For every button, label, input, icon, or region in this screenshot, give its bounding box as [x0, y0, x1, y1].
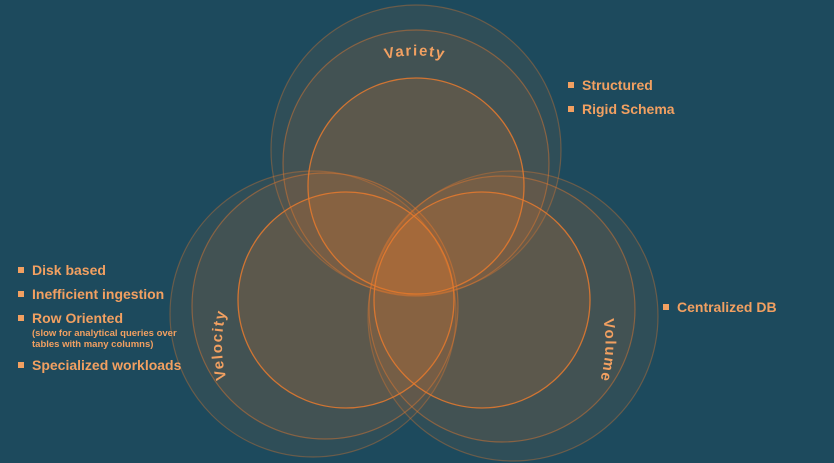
velocity-label: Velocity: [209, 308, 230, 382]
velocity-inner-circle: [237, 191, 455, 409]
bullet-text: Centralized DB: [677, 299, 777, 315]
volume-bullet-list: Centralized DB: [663, 299, 777, 316]
velocity-bullet-item: Row Oriented (slow for analytical querie…: [18, 310, 193, 350]
square-bullet-icon: [18, 315, 24, 321]
variety-middle-ring: [282, 29, 550, 297]
volume-outer-ring: [367, 170, 659, 462]
velocity-bullet-list: Disk based Inefficient ingestion Row Ori…: [18, 262, 193, 381]
velocity-outer-ring: [169, 170, 457, 458]
bullet-text: Structured: [582, 77, 653, 93]
square-bullet-icon: [18, 267, 24, 273]
variety-inner-circle: [307, 77, 525, 295]
variety-bullet-item: Structured: [568, 77, 675, 94]
bullet-subtext: (slow for analytical queries over tables…: [32, 328, 177, 350]
volume-bullet-item: Centralized DB: [663, 299, 777, 316]
square-bullet-icon: [663, 304, 669, 310]
variety-bullet-list: Structured Rigid Schema: [568, 77, 675, 125]
bullet-text: Disk based: [32, 262, 106, 278]
velocity-circle-group: [169, 170, 459, 458]
velocity-middle-ring: [191, 172, 459, 440]
square-bullet-icon: [568, 82, 574, 88]
square-bullet-icon: [18, 362, 24, 368]
bullet-text: Inefficient ingestion: [32, 286, 165, 302]
variety-bullet-item: Rigid Schema: [568, 101, 675, 118]
velocity-bullet-item: Inefficient ingestion: [18, 286, 193, 303]
variety-circle-group: [270, 4, 562, 297]
bullet-text: Specialized workloads: [32, 357, 182, 373]
square-bullet-icon: [568, 106, 574, 112]
variety-label: Variety: [383, 42, 448, 63]
volume-circle-group: [367, 170, 659, 462]
volume-inner-circle: [373, 191, 591, 409]
square-bullet-icon: [18, 291, 24, 297]
velocity-bullet-item: Specialized workloads: [18, 357, 193, 374]
volume-label: Volume: [596, 318, 618, 385]
velocity-bullet-item: Disk based: [18, 262, 193, 279]
volume-middle-ring: [368, 175, 636, 443]
bullet-text: Row Oriented: [32, 310, 124, 326]
bullet-text: Rigid Schema: [582, 101, 675, 117]
variety-outer-ring: [270, 4, 562, 296]
